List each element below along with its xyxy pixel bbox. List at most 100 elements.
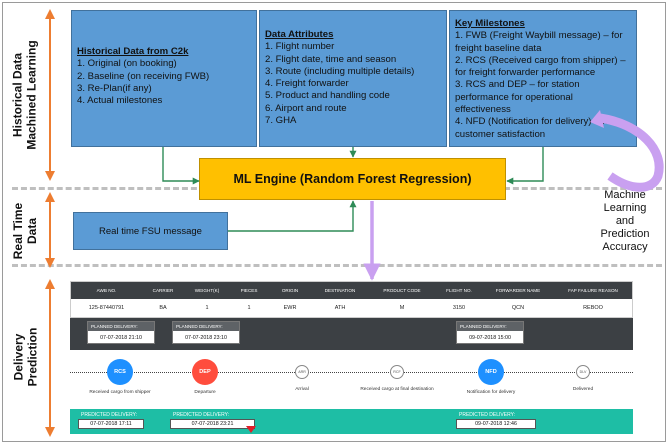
planned-delivery-card: PLANNED DELIVERY: 07-07-2018 23:10 (172, 321, 240, 344)
milestone-step-arr[interactable]: ARR Arrival (252, 350, 352, 408)
list-item: 5. Product and handling code (265, 90, 390, 102)
key-milestones-list: 1. FWB (Freight Waybill message) – for f… (455, 30, 631, 141)
planned-delivery-value: 07-07-2018 21:10 (100, 334, 142, 341)
predicted-delivery-value: 07-07-2018 17:11 (78, 419, 144, 429)
table-header-cell: FLIGHT NO. (446, 288, 472, 293)
fsu-message-label: Real time FSU message (99, 225, 202, 237)
data-attributes-box: Data Attributes 1. Flight number 2. Flig… (259, 10, 447, 147)
predicted-delivery-label: PREDICTED DELIVERY: (459, 412, 516, 418)
milestone-arr-circle: ARR (295, 365, 309, 379)
table-header-cell: FAP FAILURE REASON (568, 288, 618, 293)
planned-delivery-label: PLANNED DELIVERY: (88, 322, 154, 331)
planned-delivery-value: 09-07-2018 15:00 (469, 334, 511, 341)
data-attributes-list: 1. Flight number 2. Flight date, time an… (265, 41, 441, 127)
planned-delivery-value: 07-07-2018 23:10 (185, 334, 227, 341)
predicted-delivery-bar: PREDICTED DELIVERY: 07-07-2018 17:11 PRE… (70, 409, 633, 434)
list-item: 1. Original (on booking) (77, 58, 177, 70)
loop-arrow-head (590, 110, 604, 128)
milestone-step-nfd[interactable]: NFD Notification for delivery (441, 350, 541, 408)
table-header-cell: PIECES (240, 288, 258, 293)
list-item: 3. Re-Plan(if any) (77, 82, 152, 94)
milestone-label: Received cargo at final destination (360, 387, 434, 392)
list-item: 1. Flight number (265, 41, 335, 53)
milestone-label: Arrival (295, 387, 309, 392)
arrow-milestones-to-ml (506, 147, 544, 185)
planned-delivery-label: PLANNED DELIVERY: (173, 322, 239, 331)
shipment-table: AWB NO. CARRIER WEIGHT(K) PIECES ORIGIN … (70, 281, 633, 318)
list-item: 1. FWB (Freight Waybill message) – for f… (455, 30, 623, 54)
dropdown-caret-icon[interactable] (246, 426, 256, 433)
planned-delivery-label: PLANNED DELIVERY: (457, 322, 523, 331)
table-header-cell: ORIGIN (281, 288, 299, 293)
list-item: 4. NFD (Notification for delivery) – for… (455, 116, 614, 140)
table-header-cell: DESTINATION (324, 288, 356, 293)
table-header: AWB NO. CARRIER WEIGHT(K) PIECES ORIGIN … (71, 282, 632, 299)
milestone-step-dep[interactable]: DEP Departure (155, 350, 255, 408)
historical-data-box: Historical Data from C2k 1. Original (on… (71, 10, 257, 147)
list-item: 2. RCS (Received cargo from shipper) – f… (455, 54, 626, 79)
table-header-cell: WEIGHT(K) (194, 288, 220, 293)
separator-bottom (12, 264, 662, 267)
milestone-step-rcf[interactable]: RCF Received cargo at final destination (347, 350, 447, 408)
table-header-cell: CARRIER (152, 288, 174, 293)
ml-engine-label: ML Engine (Random Forest Regression) (233, 172, 472, 186)
list-item: 3. RCS and DEP – for station performance… (455, 79, 580, 116)
milestone-label: Notification for delivery (466, 390, 516, 395)
milestone-rcs-circle: RCS (107, 359, 133, 385)
predicted-delivery-label: PREDICTED DELIVERY: (173, 412, 230, 418)
key-milestones-title: Key Milestones (455, 18, 525, 29)
fsu-message-box: Real time FSU message (73, 212, 228, 250)
purple-arrows (363, 110, 664, 281)
list-item: 7. GHA (265, 115, 297, 127)
table-cell: EWR (283, 305, 297, 311)
table-cell: BA (159, 305, 167, 311)
predicted-delivery-card: PREDICTED DELIVERY: 07-07-2018 17:11 (78, 412, 144, 431)
arrow-fsu-to-ml (228, 200, 357, 232)
planned-delivery-card: PLANNED DELIVERY: 07-07-2018 21:10 (87, 321, 155, 344)
table-header-cell: AWB NO. (96, 288, 117, 293)
table-cell: REBOO (583, 305, 603, 311)
milestone-label: Departure (194, 390, 216, 395)
table-cell: 1 (247, 305, 251, 311)
predicted-delivery-label: PREDICTED DELIVERY: (81, 412, 138, 418)
milestone-nfd-circle: NFD (478, 359, 504, 385)
table-cell: QCN (511, 305, 525, 311)
historical-data-title: Historical Data from C2k (77, 46, 189, 57)
loop-arrow (599, 113, 664, 192)
milestone-timeline: RCS Received cargo from shipper DEP Departu… (70, 350, 633, 408)
milestone-dep-circle: DEP (192, 359, 218, 385)
table-row[interactable]: 125-87440791 BA 1 1 EWR ATH M 3150 QCN R… (71, 299, 632, 317)
table-cell: 1 (205, 305, 209, 311)
arrow-historical-to-ml (162, 147, 200, 185)
ml-engine-box: ML Engine (Random Forest Regression) (199, 158, 506, 200)
planned-delivery-bar: PLANNED DELIVERY: 07-07-2018 21:10 PLANN… (70, 318, 633, 350)
table-cell: 3150 (452, 305, 466, 311)
green-connectors (162, 147, 544, 232)
list-item: 4. Freight forwarder (265, 78, 349, 90)
table-cell: ATH (334, 305, 346, 311)
table-header-cell: PRODUCT CODE (383, 288, 421, 293)
milestone-step-rcs[interactable]: RCS Received cargo from shipper (70, 350, 170, 408)
key-milestones-box: Key Milestones 1. FWB (Freight Waybill m… (449, 10, 637, 147)
predicted-delivery-card: PREDICTED DELIVERY: 07-07-2018 23:21 (170, 412, 255, 431)
list-item: 6. Airport and route (265, 102, 347, 114)
table-cell: M (399, 305, 405, 311)
data-attributes-title: Data Attributes (265, 29, 334, 40)
loop-caption: Machine Learning and Prediction Accuracy (600, 189, 650, 253)
table-cell: 125-87440791 (88, 305, 125, 311)
list-item: 2. Flight date, time and season (265, 53, 397, 65)
timeline-line (70, 372, 633, 373)
predicted-delivery-value: 09-07-2018 12:46 (456, 419, 536, 429)
list-item: 3. Route (including multiple details) (265, 65, 415, 77)
list-item: 2. Baseline (on receiving FWB) (77, 70, 210, 82)
milestone-rcf-circle: RCF (390, 365, 404, 379)
milestone-step-dlv[interactable]: DLV Delivered (533, 350, 633, 408)
diagram-frame (2, 2, 666, 442)
list-item: 4. Actual milestones (77, 95, 163, 107)
planned-delivery-card: PLANNED DELIVERY: 09-07-2018 15:00 (456, 321, 524, 344)
milestone-label: Received cargo from shipper (89, 390, 151, 395)
predicted-delivery-card: PREDICTED DELIVERY: 09-07-2018 12:46 (456, 412, 536, 431)
milestone-label: Delivered (572, 387, 594, 392)
milestone-dlv-circle: DLV (576, 365, 590, 379)
historical-data-list: 1. Original (on booking) 2. Baseline (on… (77, 58, 251, 107)
